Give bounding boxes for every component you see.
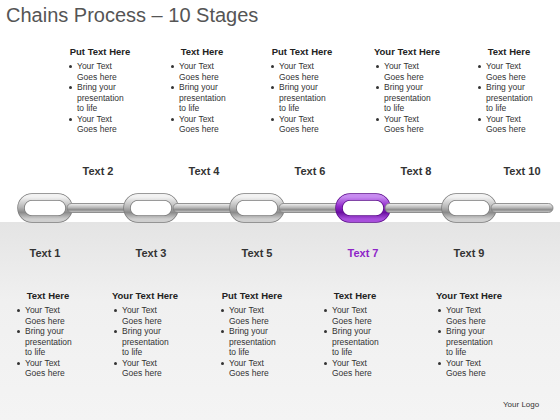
bullet-text: Bring your presentation to life <box>370 82 440 114</box>
bullet-text: Your Text Goes here <box>432 358 502 379</box>
link-shape <box>71 195 125 221</box>
column-heading: Put Text Here <box>215 290 289 301</box>
bullet-text: Your Text Goes here <box>108 305 178 326</box>
bullet-text: Your Text Goes here <box>11 305 81 326</box>
column-heading: Text Here <box>11 290 85 301</box>
bullet-text: Your Text Goes here <box>165 61 235 82</box>
bullet-text: Your Text Goes here <box>215 305 285 326</box>
chain-link: Text 3 <box>124 195 178 221</box>
bullet-text: Your Text Goes here <box>265 61 335 82</box>
column-heading: Your Text Here <box>108 290 182 301</box>
stage-label: Text 10 <box>482 165 560 177</box>
bullet-text: Your Text Goes here <box>11 358 81 379</box>
text-column: Text HereYour Text Goes hereBring your p… <box>472 46 546 135</box>
bullet-text: Your Text Goes here <box>215 358 285 379</box>
bullet-text: Bring your presentation to life <box>165 82 235 114</box>
link-shape <box>230 195 284 221</box>
bullet-text: Bring your presentation to life <box>215 326 285 358</box>
stage-label: Text 7 <box>323 247 403 259</box>
stage-label: Text 1 <box>5 247 85 259</box>
text-column: Text HereYour Text Goes hereBring your p… <box>318 290 392 379</box>
text-column: Your Text HereYour Text Goes hereBring y… <box>432 290 506 379</box>
link-shape <box>389 195 443 221</box>
column-heading: Your Text Here <box>370 46 444 57</box>
column-heading: Put Text Here <box>63 46 137 57</box>
bullet-text: Your Text Goes here <box>63 114 133 135</box>
bullet-text: Your Text Goes here <box>165 114 235 135</box>
bullet-text: Bring your presentation to life <box>318 326 388 358</box>
stage-label: Text 9 <box>429 247 509 259</box>
chain-link: Text 4 <box>177 195 231 221</box>
title: Chains Process – 10 Stages <box>6 4 258 27</box>
bullet-text: Your Text Goes here <box>108 358 178 379</box>
chain-link: Text 8 <box>389 195 443 221</box>
text-column: Put Text HereYour Text Goes hereBring yo… <box>265 46 339 135</box>
column-heading: Text Here <box>165 46 239 57</box>
chain-link: Text 2 <box>71 195 125 221</box>
text-column: Your Text HereYour Text Goes hereBring y… <box>370 46 444 135</box>
link-shape <box>442 195 496 221</box>
text-column: Put Text HereYour Text Goes hereBring yo… <box>215 290 289 379</box>
bullet-text: Your Text Goes here <box>370 61 440 82</box>
bullet-text: Bring your presentation to life <box>108 326 178 358</box>
link-shape <box>18 195 72 221</box>
chain-link: Text 7 <box>336 195 390 221</box>
bullet-text: Bring your presentation to life <box>11 326 81 358</box>
bullet-text: Your Text Goes here <box>370 114 440 135</box>
text-column: Put Text HereYour Text Goes hereBring yo… <box>63 46 137 135</box>
chain-link: Text 1 <box>18 195 72 221</box>
bullet-text: Your Text Goes here <box>63 61 133 82</box>
bullet-text: Your Text Goes here <box>318 305 388 326</box>
logo-text: Your Logo <box>503 400 539 409</box>
stage-label: Text 2 <box>58 165 138 177</box>
bullet-text: Bring your presentation to life <box>265 82 335 114</box>
bullet-text: Bring your presentation to life <box>432 326 502 358</box>
chain-link: Text 10 <box>495 195 549 221</box>
chain-link: Text 9 <box>442 195 496 221</box>
bullet-text: Your Text Goes here <box>432 305 502 326</box>
bullet-text: Your Text Goes here <box>472 114 542 135</box>
stage-label: Text 4 <box>164 165 244 177</box>
bullet-text: Your Text Goes here <box>265 114 335 135</box>
stage-label: Text 5 <box>217 247 297 259</box>
column-heading: Your Text Here <box>432 290 506 301</box>
bullet-text: Your Text Goes here <box>318 358 388 379</box>
bullet-text: Bring your presentation to life <box>63 82 133 114</box>
link-shape <box>124 195 178 221</box>
stage-label: Text 3 <box>111 247 191 259</box>
text-column: Text HereYour Text Goes hereBring your p… <box>165 46 239 135</box>
chain-link: Text 6 <box>283 195 337 221</box>
bullet-text: Bring your presentation to life <box>472 82 542 114</box>
link-shape <box>336 195 390 221</box>
bullet-text: Your Text Goes here <box>472 61 542 82</box>
text-column: Text HereYour Text Goes hereBring your p… <box>11 290 85 379</box>
column-heading: Text Here <box>472 46 546 57</box>
text-column: Your Text HereYour Text Goes hereBring y… <box>108 290 182 379</box>
chain-link: Text 5 <box>230 195 284 221</box>
stage-label: Text 8 <box>376 165 456 177</box>
column-heading: Put Text Here <box>265 46 339 57</box>
link-shape <box>177 195 231 221</box>
stage-label: Text 6 <box>270 165 350 177</box>
link-shape <box>495 195 549 221</box>
column-heading: Text Here <box>318 290 392 301</box>
link-shape <box>283 195 337 221</box>
